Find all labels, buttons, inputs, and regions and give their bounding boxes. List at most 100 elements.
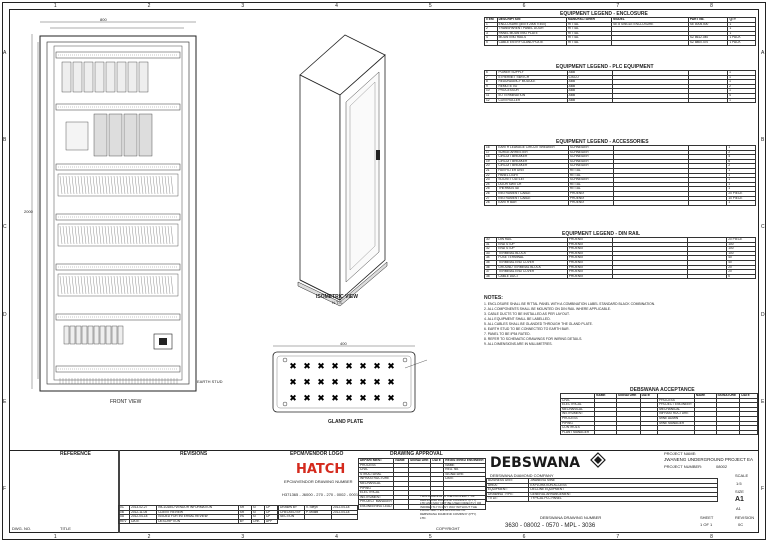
table-cell: PLANT MANAGER xyxy=(559,429,596,436)
zone-number: 7 xyxy=(616,534,620,540)
svg-text:✖: ✖ xyxy=(373,378,381,388)
sheet-label: SHEET xyxy=(700,515,714,520)
table-cell: 38 xyxy=(483,273,498,280)
zone-number: 4 xyxy=(335,3,338,9)
table-cell: TITLE: xyxy=(485,496,530,502)
zone-number: 6 xyxy=(522,3,526,9)
zone-number: 1 xyxy=(53,534,57,540)
svg-text:✖: ✖ xyxy=(303,362,311,372)
svg-text:✖: ✖ xyxy=(345,362,353,372)
table-cell: ABB xyxy=(566,97,613,104)
table-cell xyxy=(303,514,333,520)
svg-text:✖: ✖ xyxy=(289,394,297,404)
table-cell: CONTROLLER xyxy=(496,97,568,104)
svg-text:✖: ✖ xyxy=(373,362,381,372)
note-item: 9. ALL DIMENSIONS ARE IN MILLIMETRES. xyxy=(484,342,553,346)
iso-view-label: ISOMETRIC VIEW xyxy=(316,294,358,300)
revision-value: 0C xyxy=(738,522,744,527)
table-cell: CABLE ENTRY GLAND PLATE xyxy=(496,40,568,46)
reference-title: REFERENCE xyxy=(60,451,91,457)
note-item: 8. REFER TO SCHEMATIC DRAWINGS FOR WIRIN… xyxy=(484,337,583,341)
svg-text:✖: ✖ xyxy=(359,378,367,388)
table-cell: PROJECT ENGINEER xyxy=(657,402,695,408)
table-cell xyxy=(615,429,641,436)
front-dim-height: 2000 xyxy=(24,209,33,214)
zone-number: 1 xyxy=(53,3,57,9)
din-legend-title: EQUIPMENT LEGEND - DIN RAIL xyxy=(562,231,641,237)
table-cell: PROJECT MANAGER xyxy=(357,499,395,505)
table-cell: INFRASTRUCTURE xyxy=(357,476,395,482)
front-dim-width: 800 xyxy=(100,17,107,22)
size-label: SIZE xyxy=(735,489,744,494)
zone-number: 3 xyxy=(241,534,245,540)
svg-text:✖: ✖ xyxy=(373,394,381,404)
table-cell xyxy=(687,200,728,206)
zone-number: 7 xyxy=(616,3,620,9)
table-cell: CHECKED BY xyxy=(278,509,305,516)
approval-title: DRAWING APPROVAL xyxy=(390,451,443,457)
table-cell xyxy=(407,503,432,510)
zone-number: 8 xyxy=(710,3,713,9)
svg-text:✖: ✖ xyxy=(359,394,367,404)
table-cell: SECTION xyxy=(278,514,305,520)
debswana-logo-text: DEBSWANA xyxy=(490,455,581,471)
table-cell: 1 PACK xyxy=(727,40,756,46)
table-cell: SZ 8800.470 xyxy=(687,40,729,46)
table-cell xyxy=(715,429,741,436)
table-cell xyxy=(639,429,659,436)
table-cell xyxy=(657,429,695,436)
table-row: TITLE:TYPICAL PLC PANEL xyxy=(485,496,718,502)
project-number-label: PROJECT NUMBER: xyxy=(664,464,703,469)
scale-label: SCALE xyxy=(735,473,749,478)
table-cell xyxy=(331,514,358,520)
zone-letter: B xyxy=(761,137,765,143)
table-cell xyxy=(739,429,758,436)
table-cell: PHOENIX xyxy=(566,273,613,280)
note-item: 7. PANEL TO BE IP54 RATED. xyxy=(484,332,531,336)
iso-view-scale: N.T.S. xyxy=(332,300,343,305)
table-cell xyxy=(693,429,717,436)
zone-number: 5 xyxy=(428,3,432,9)
dwg-size-value: A1 xyxy=(736,506,741,511)
table-cell: EARTH BAR xyxy=(496,200,569,206)
table-cell xyxy=(611,273,689,280)
table-cell: CABLE DUCT xyxy=(496,273,568,280)
enclosure-legend-title: EQUIPMENT LEGEND - ENCLOSURE xyxy=(560,11,648,17)
zone-letter: B xyxy=(3,137,7,143)
zone-letter: D xyxy=(3,311,7,318)
property-text: THIS DRAWING IS THE PROPERTY OF DEBSWANA… xyxy=(420,494,482,520)
debswana-logo: DEBSWANA xyxy=(490,455,580,471)
zone-letter: F xyxy=(761,486,765,493)
table-cell: 1 xyxy=(727,97,756,104)
ref-header-dwg: DWG. NO. xyxy=(12,526,32,531)
svg-text:✖: ✖ xyxy=(317,362,325,372)
isometric-view-drawing xyxy=(297,34,388,307)
table-row: ENGINEERING LEAD xyxy=(357,503,486,510)
svg-text:✖: ✖ xyxy=(359,362,367,372)
revision-label: REVISION xyxy=(735,515,755,520)
table-cell: APP xyxy=(263,518,279,525)
project-number: 08002 xyxy=(716,464,728,469)
zone-number: 2 xyxy=(147,534,151,540)
zone-number: 4 xyxy=(335,534,338,540)
table-row: SECTION xyxy=(278,514,358,520)
svg-text:✖: ✖ xyxy=(317,378,325,388)
table-cell xyxy=(611,40,689,46)
zone-letter: A xyxy=(761,49,765,56)
ref-header-title: TITLE xyxy=(60,526,71,531)
